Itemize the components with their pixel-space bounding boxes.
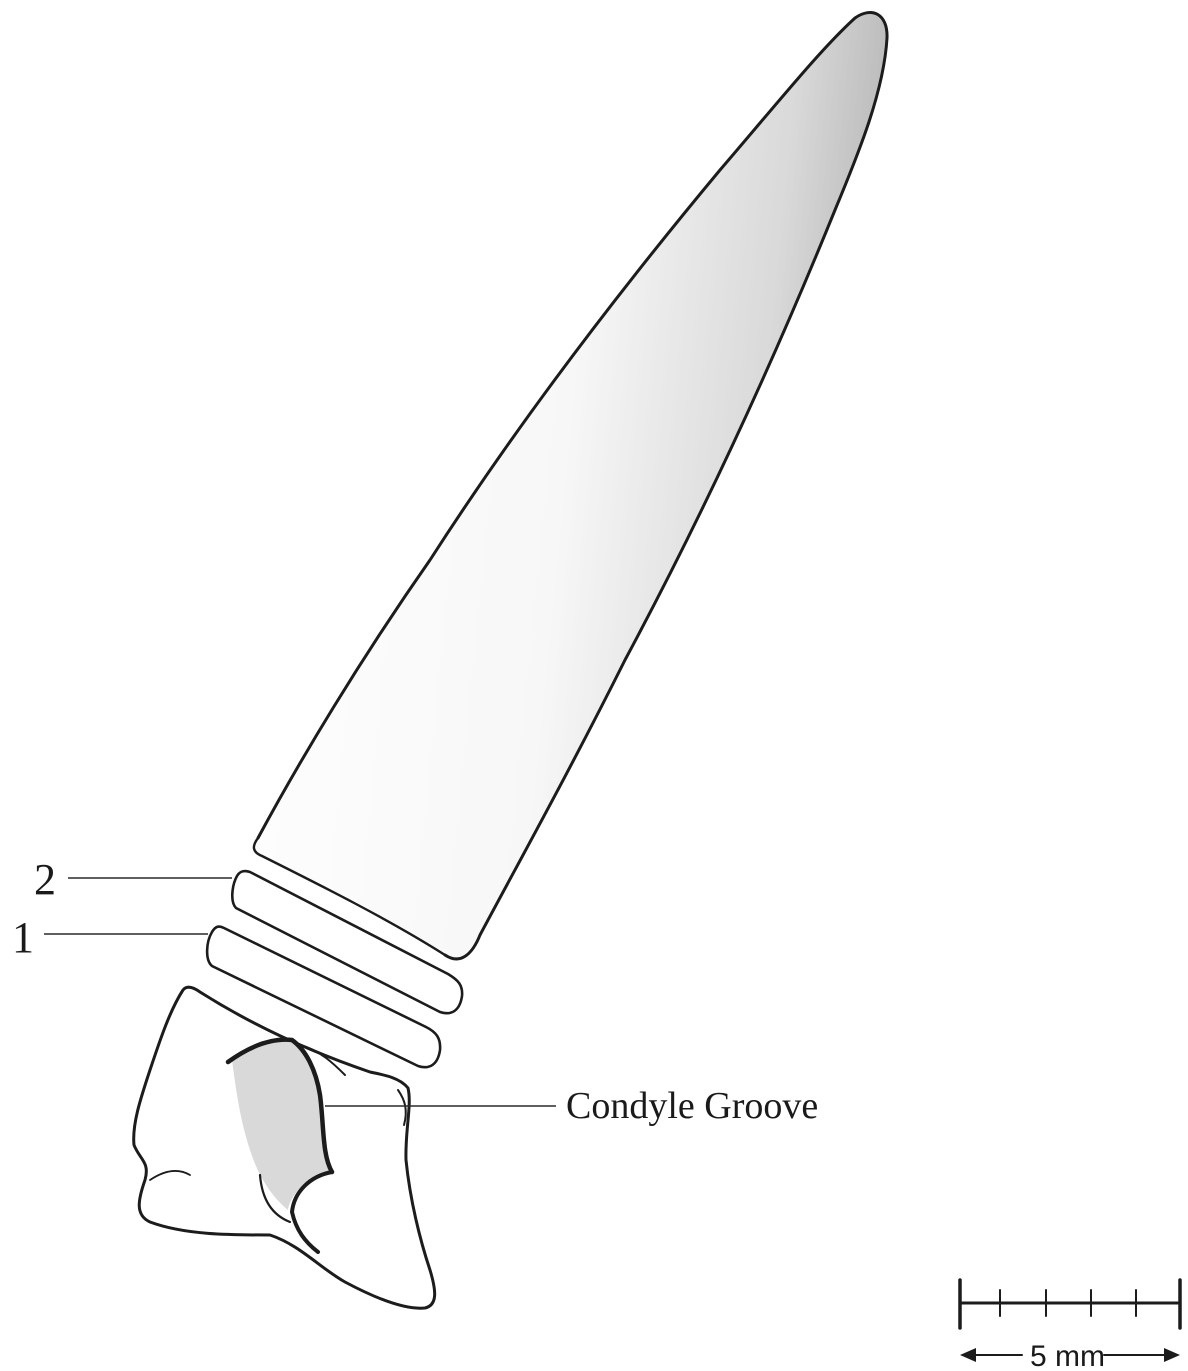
spine-base [134, 987, 435, 1308]
segment-1-label: 1 [12, 913, 34, 962]
spine-shaft [254, 12, 887, 958]
scale-bar: 5 mm [960, 1280, 1180, 1371]
segment-2-label: 2 [34, 855, 56, 904]
scale-arrow-right-head [1164, 1348, 1180, 1362]
condyle-groove-label: Condyle Groove [566, 1085, 818, 1127]
scale-arrow-left-head [960, 1348, 976, 1362]
scale-bar-label: 5 mm [1030, 1340, 1105, 1371]
segment-1 [207, 927, 440, 1068]
